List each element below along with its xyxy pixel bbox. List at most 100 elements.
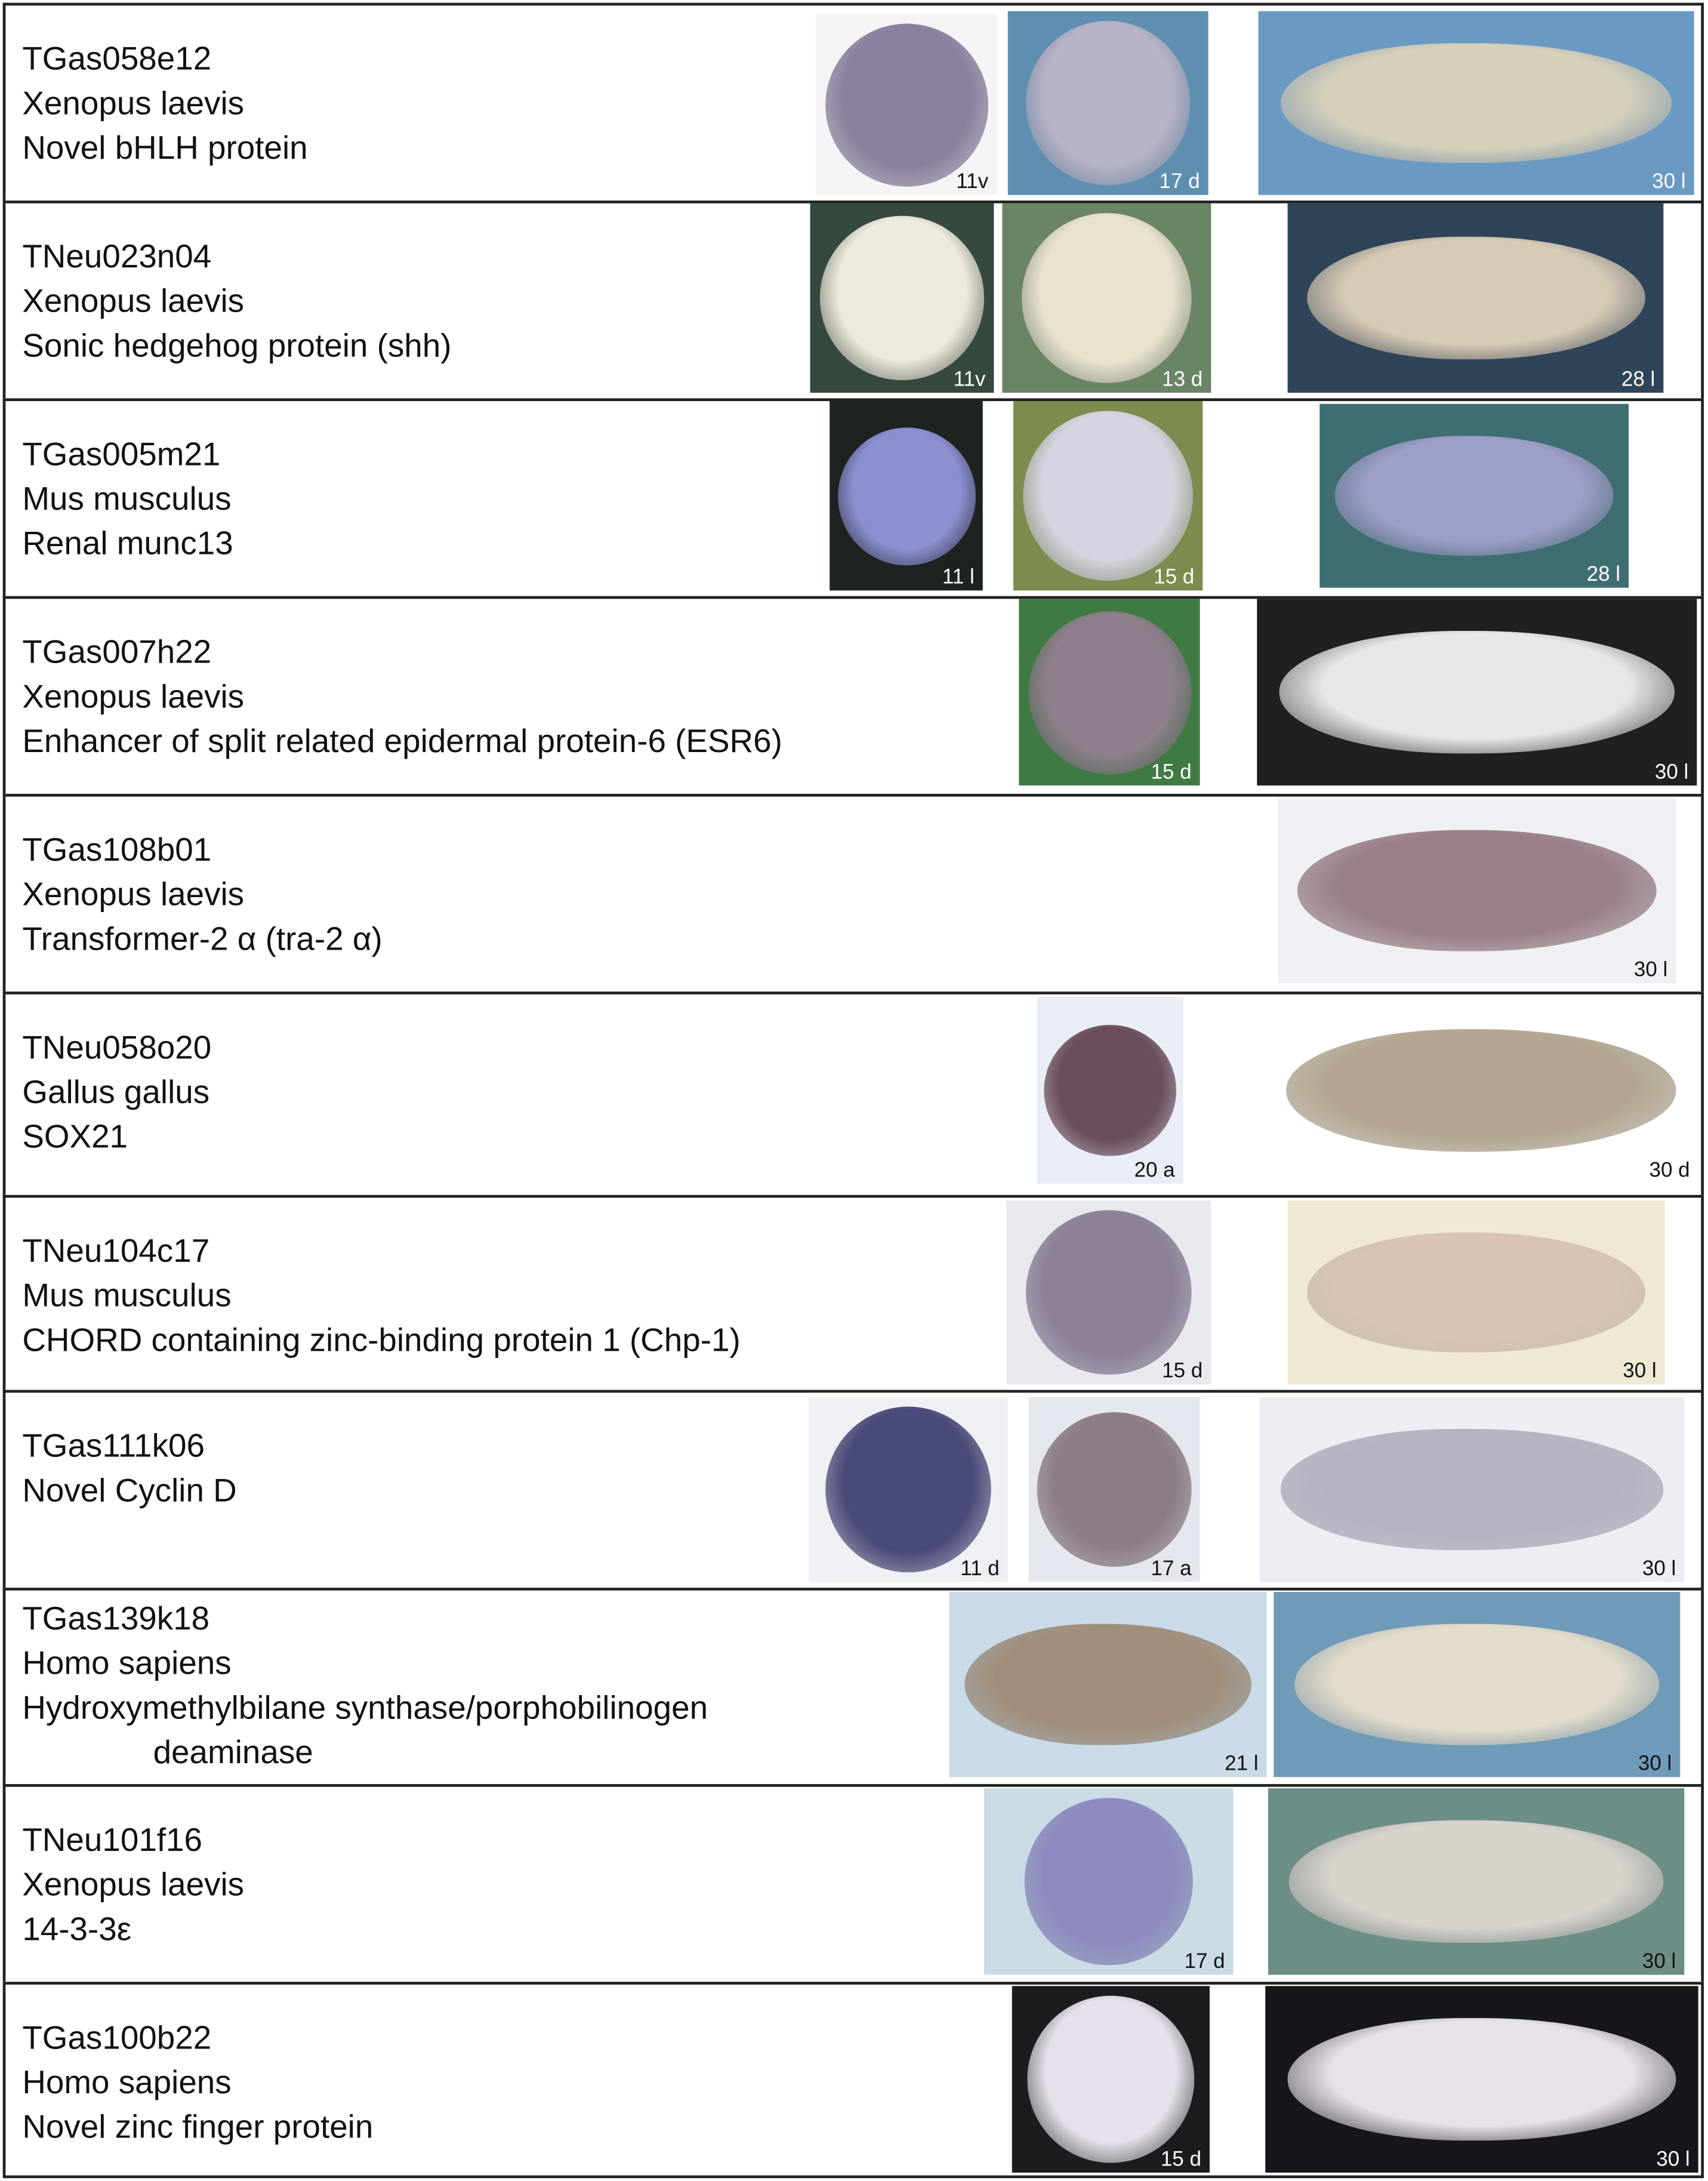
species-name: Xenopus laevis bbox=[22, 678, 245, 714]
clone-id: TNeu104c17 bbox=[22, 1232, 210, 1269]
stage-view-label: 30 l bbox=[1623, 1359, 1657, 1383]
embryo-shape bbox=[1281, 1429, 1663, 1550]
stage-view-label: 30 d bbox=[1649, 1159, 1690, 1182]
embryo-shape bbox=[965, 1624, 1251, 1745]
stage-view-label: 28 l bbox=[1621, 367, 1655, 392]
embryo-image: 30 d bbox=[1263, 997, 1698, 1184]
embryo-image: 11 d bbox=[809, 1397, 1008, 1582]
embryo-image: 17 d bbox=[984, 1788, 1234, 1975]
embryo-image: 30 l bbox=[1265, 1986, 1698, 2173]
embryo-shape bbox=[1294, 1624, 1660, 1745]
species-name: Xenopus laevis bbox=[22, 876, 245, 913]
embryo-image: 30 l bbox=[1278, 797, 1676, 984]
stage-view-label: 11v bbox=[956, 170, 989, 194]
clone-id: TNeu058o20 bbox=[22, 1029, 212, 1065]
species-name: Xenopus laevis bbox=[22, 1866, 245, 1903]
stage-view-label: 15 d bbox=[1162, 1359, 1203, 1383]
embryo-shape bbox=[1297, 830, 1656, 951]
embryo-image: 30 l bbox=[1287, 1200, 1665, 1385]
embryo-shape bbox=[1028, 611, 1191, 774]
stage-view-label: 15 d bbox=[1160, 2147, 1201, 2171]
embryo-image: 21 l bbox=[949, 1591, 1267, 1778]
stage-view-label: 30 l bbox=[1638, 1752, 1672, 1776]
species-name: Mus musculus bbox=[22, 480, 232, 517]
stage-view-label: 28 l bbox=[1586, 562, 1621, 587]
stage-view-label: 30 l bbox=[1633, 958, 1668, 982]
clone-id: TGas111k06 bbox=[22, 1427, 205, 1464]
embryo-image: 30 l bbox=[1274, 1591, 1681, 1778]
protein-name: Novel zinc finger protein bbox=[22, 2108, 374, 2145]
embryo-image: 17 a bbox=[1028, 1397, 1200, 1582]
protein-name: 14-3-3ε bbox=[22, 1911, 132, 1947]
clone-id: TNeu101f16 bbox=[22, 1821, 203, 1858]
embryo-shape bbox=[1026, 1209, 1192, 1375]
stage-view-label: 30 l bbox=[1652, 170, 1686, 194]
stage-view-label: 17 d bbox=[1159, 170, 1200, 194]
embryo-shape bbox=[1037, 1412, 1192, 1567]
clone-id: TGas058e12 bbox=[22, 40, 212, 77]
protein-name: Novel Cyclin D bbox=[22, 1472, 237, 1508]
protein-name: deaminase bbox=[153, 1733, 313, 1770]
embryo-image: 15 d bbox=[1006, 1200, 1211, 1385]
stage-view-label: 30 l bbox=[1656, 2147, 1690, 2171]
protein-name: Sonic hedgehog protein (shh) bbox=[22, 327, 452, 364]
species-name: Homo sapiens bbox=[22, 1644, 232, 1681]
embryo-shape bbox=[1306, 1233, 1647, 1353]
embryo-shape bbox=[1287, 2018, 1677, 2140]
embryo-image: 15 d bbox=[1013, 401, 1203, 591]
embryo-shape bbox=[1279, 631, 1675, 753]
embryo-image: 17 d bbox=[1007, 11, 1208, 195]
protein-name: Renal munc13 bbox=[22, 525, 233, 562]
embryo-image: 30 l bbox=[1268, 1788, 1685, 1975]
stage-view-label: 13 d bbox=[1162, 367, 1203, 392]
embryo-shape bbox=[1022, 410, 1194, 581]
protein-name: Enhancer of split related epidermal prot… bbox=[22, 722, 782, 759]
species-name: Xenopus laevis bbox=[22, 85, 245, 121]
embryo-image: 28 l bbox=[1319, 403, 1629, 588]
stage-view-label: 30 l bbox=[1642, 1949, 1676, 1974]
embryo-shape bbox=[1280, 43, 1673, 163]
embryo-image: 11v bbox=[810, 203, 994, 393]
protein-name: Novel bHLH protein bbox=[22, 129, 308, 166]
embryo-image: 30 l bbox=[1258, 11, 1694, 195]
embryo-image: 13 d bbox=[1002, 203, 1211, 393]
embryo-shape bbox=[837, 427, 975, 565]
stage-view-label: 11 l bbox=[942, 565, 975, 589]
embryo-shape bbox=[1285, 1030, 1677, 1151]
embryo-shape bbox=[1025, 1797, 1193, 1966]
embryo-shape bbox=[1021, 212, 1192, 384]
species-name: Xenopus laevis bbox=[22, 282, 245, 319]
stage-view-label: 30 l bbox=[1642, 1557, 1676, 1581]
clone-id: TGas139k18 bbox=[22, 1600, 210, 1637]
clone-id: TGas100b22 bbox=[22, 2019, 212, 2056]
protein-name: SOX21 bbox=[22, 1118, 128, 1155]
embryo-shape bbox=[1306, 236, 1645, 360]
embryo-shape bbox=[819, 215, 985, 381]
embryo-image: 11 l bbox=[830, 401, 983, 591]
protein-name: Hydroxymethylbilane synthase/porphobilin… bbox=[22, 1689, 708, 1726]
protein-name: CHORD containing zinc-binding protein 1 … bbox=[22, 1321, 741, 1358]
species-name: Gallus gallus bbox=[22, 1073, 210, 1110]
embryo-image: 20 a bbox=[1037, 997, 1183, 1184]
species-name: Homo sapiens bbox=[22, 2063, 232, 2100]
stage-view-label: 17 d bbox=[1184, 1949, 1225, 1974]
embryo-shape bbox=[1044, 1024, 1176, 1157]
embryo-image: 15 d bbox=[1019, 599, 1200, 785]
embryo-image: 28 l bbox=[1287, 203, 1664, 393]
clone-id: TGas007h22 bbox=[22, 633, 212, 670]
embryo-shape bbox=[1026, 1995, 1195, 2164]
stage-view-label: 15 d bbox=[1151, 760, 1192, 784]
embryo-shape bbox=[1288, 1820, 1664, 1942]
stage-view-label: 20 a bbox=[1134, 1159, 1175, 1182]
stage-view-label: 11v bbox=[953, 367, 986, 392]
